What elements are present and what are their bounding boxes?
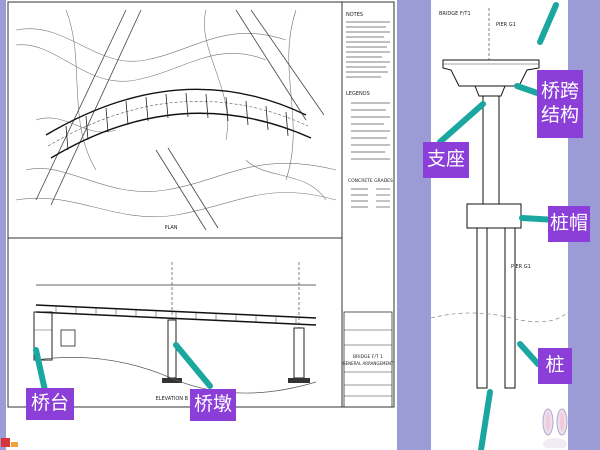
label-pile-cap: 桩帽 xyxy=(548,206,590,242)
pier-section-diagram: BRIDGE F/T1 PIER G1 PIER G1 xyxy=(430,0,569,400)
pier-tag-top: PIER G1 xyxy=(496,22,516,28)
slide-logo-icon xyxy=(1,438,18,447)
bridge-general-arrangement-drawing: PLAN NOTES LEGENDS xyxy=(6,0,397,412)
arrow-icon xyxy=(517,341,541,367)
arrow-icon xyxy=(437,101,486,145)
concrete-heading: CONCRETE GRADES xyxy=(348,178,393,184)
notes-column: NOTES LEGENDS CONCRETE GRAD xyxy=(346,12,393,208)
plan-bridge-deck xyxy=(45,88,312,159)
title-line-1: BRIDGE F/T 1 xyxy=(353,354,383,360)
label-span-structure: 桥跨 结构 xyxy=(537,70,583,138)
label-pile: 桩 xyxy=(538,348,572,384)
left-side-strip xyxy=(0,0,6,450)
label-bearing: 支座 xyxy=(423,142,469,178)
label-span-line-2: 结构 xyxy=(540,104,579,126)
elevation-view: ELEVATION B - B xyxy=(33,262,317,402)
arrow-icon xyxy=(478,389,493,450)
bunny-icon xyxy=(542,408,568,448)
arrow-icon xyxy=(537,2,559,45)
arrow-icon xyxy=(173,342,213,389)
middle-side-strip xyxy=(397,0,431,450)
bridge-tag: BRIDGE F/T1 xyxy=(439,11,471,17)
plan-caption: PLAN xyxy=(164,225,177,231)
title-line-2: GENERAL ARRANGEMENT xyxy=(343,361,394,366)
notes-heading: NOTES xyxy=(346,12,363,18)
elevation-caption: ELEVATION B - B xyxy=(156,396,197,402)
pier-tag-side: PIER G1 xyxy=(511,264,531,270)
arrow-icon xyxy=(33,347,49,398)
legend-heading: LEGENDS xyxy=(346,91,370,97)
label-span-line-1: 桥跨 xyxy=(540,80,579,103)
title-block: BRIDGE F/T 1 GENERAL ARRANGEMENT xyxy=(343,311,394,408)
label-pier: 桥墩 xyxy=(190,389,236,421)
label-abutment: 桥台 xyxy=(26,388,74,420)
